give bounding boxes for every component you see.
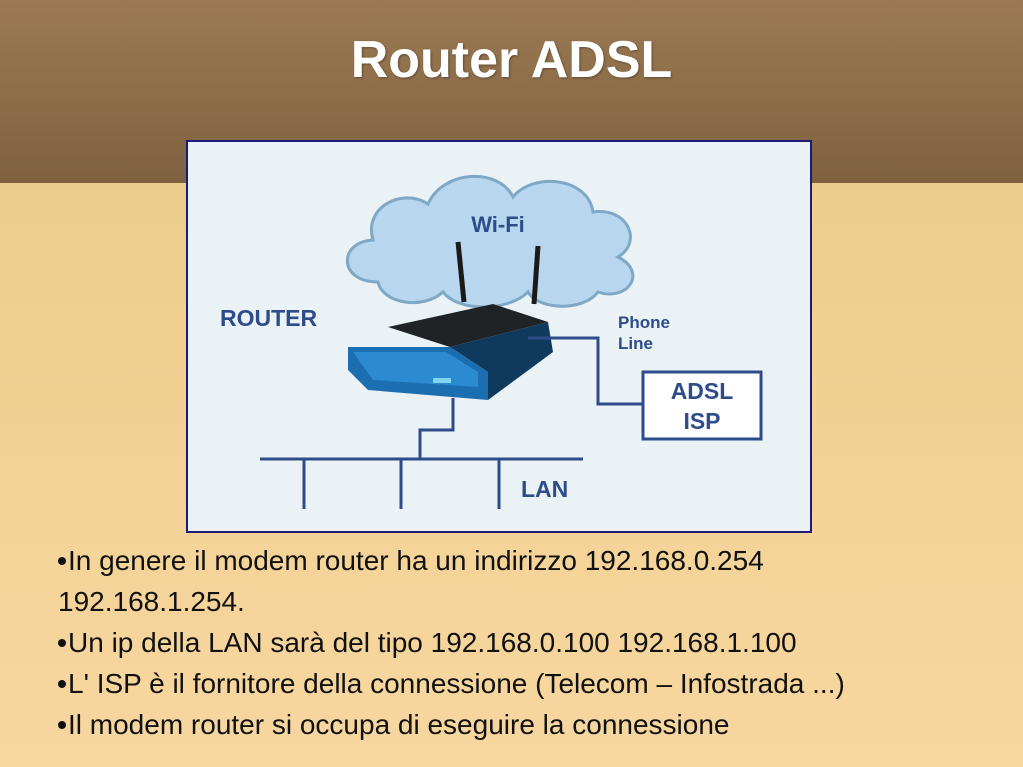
bullet-text: In genere il modem router ha un indirizz… xyxy=(68,545,764,576)
network-diagram: Wi-Fi ROUTER Phone Line A xyxy=(186,140,812,533)
router-icon xyxy=(348,241,553,400)
lan-label: LAN xyxy=(521,476,568,502)
phone-line-label-1: Phone xyxy=(618,313,670,332)
isp-label-2: ISP xyxy=(683,408,720,434)
isp-label-1: ADSL xyxy=(671,378,734,404)
lan-lines xyxy=(260,398,583,509)
router-label: ROUTER xyxy=(220,305,318,331)
wifi-label: Wi-Fi xyxy=(471,212,525,237)
bullet-item: Un ip della LAN sarà del tipo 192.168.0.… xyxy=(58,622,1008,663)
bullet-dot-icon xyxy=(58,679,66,688)
bullet-dot-icon xyxy=(58,638,66,647)
slide-title: Router ADSL xyxy=(350,31,673,89)
bullet-item: Il modem router si occupa di eseguire la… xyxy=(58,704,1008,745)
bullet-text: L' ISP è il fornitore della connessione … xyxy=(68,668,845,699)
bullet-text: Un ip della LAN sarà del tipo 192.168.0.… xyxy=(68,627,797,658)
bullet-text: Il modem router si occupa di eseguire la… xyxy=(68,709,730,740)
wifi-cloud-icon xyxy=(345,175,635,309)
adsl-isp-box xyxy=(641,370,763,441)
bullet-text-continued: 192.168.1.254. xyxy=(58,586,245,617)
bullet-dot-icon xyxy=(58,720,66,729)
phone-line xyxy=(528,336,646,406)
bullet-list: In genere il modem router ha un indirizz… xyxy=(58,540,1008,745)
phone-line-label-2: Line xyxy=(618,334,653,353)
bullet-item: L' ISP è il fornitore della connessione … xyxy=(58,663,1008,704)
bullet-item: In genere il modem router ha un indirizz… xyxy=(58,540,1008,622)
network-diagram-svg: Wi-Fi ROUTER Phone Line A xyxy=(220,175,763,509)
bullet-dot-icon xyxy=(58,556,66,565)
